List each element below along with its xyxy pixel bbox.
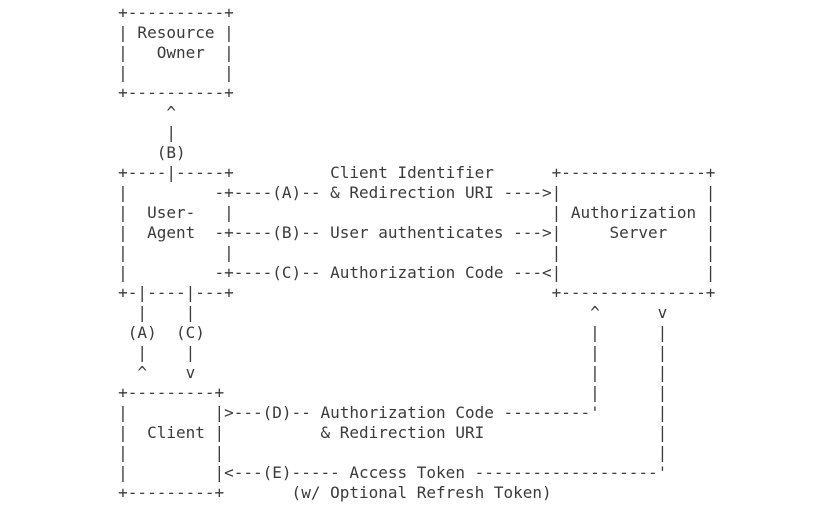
oauth-authorization-code-flow-ascii-diagram: +----------+ | Resource | | Owner | | | … xyxy=(118,3,716,502)
